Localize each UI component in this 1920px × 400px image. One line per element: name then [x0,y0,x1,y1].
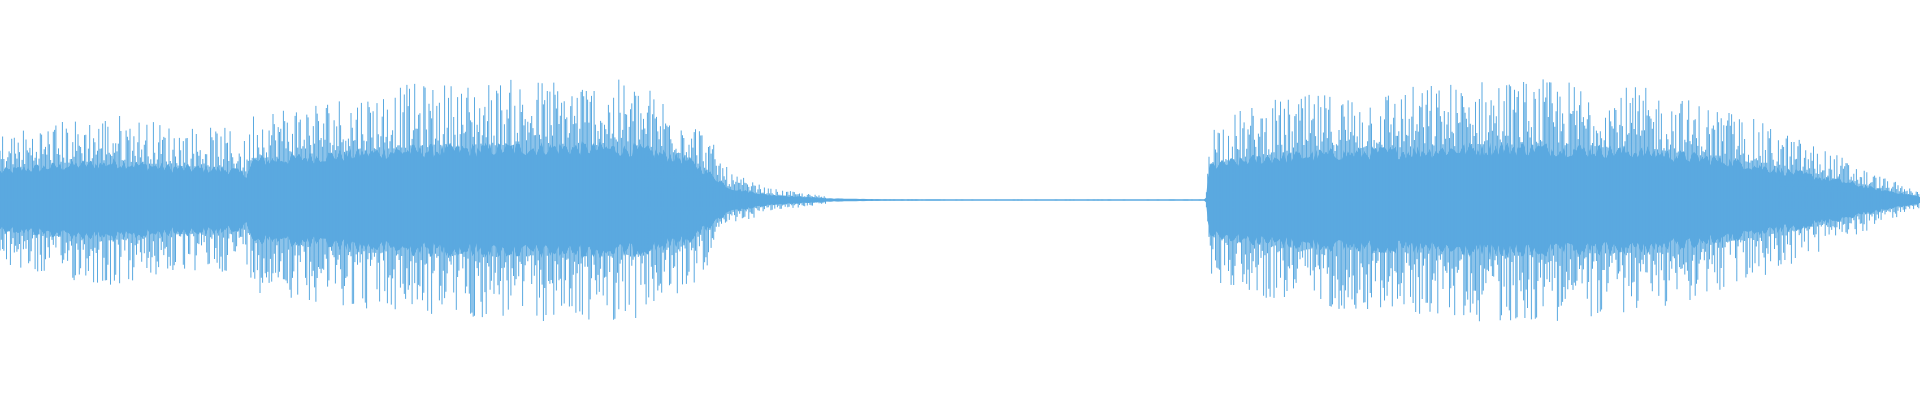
waveform-peaks [0,79,1920,322]
